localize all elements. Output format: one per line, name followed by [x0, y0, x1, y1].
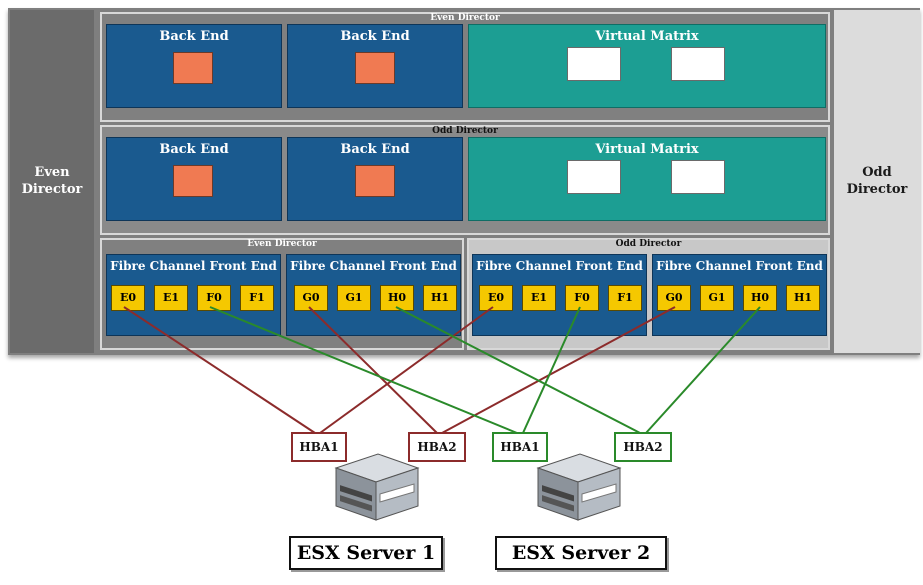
fibre-channel-front-end: Fibre Channel Front End G0 G1 H0 H1	[652, 254, 827, 336]
fc-port: E1	[154, 285, 188, 311]
back-end-port	[173, 165, 213, 197]
even-director-side-label: Even Director	[21, 164, 83, 197]
fc-port: F0	[197, 285, 231, 311]
odd-director-front-end-block: Odd Director Fibre Channel Front End E0 …	[467, 238, 830, 350]
fc-port: F1	[240, 285, 274, 311]
back-end-module: Back End	[287, 24, 463, 108]
virtual-matrix-slot	[567, 47, 621, 81]
red-cable	[319, 306, 494, 434]
fc-port: G1	[337, 285, 371, 311]
virtual-matrix-module: Virtual Matrix	[468, 24, 826, 108]
back-end-port	[355, 165, 395, 197]
back-end-port	[173, 52, 213, 84]
virtual-matrix-slot	[567, 160, 621, 194]
odd-director-side-label: Odd Director	[846, 164, 908, 197]
back-end-port	[355, 52, 395, 84]
fibre-channel-front-end-label: Fibre Channel Front End	[656, 259, 823, 273]
virtual-matrix-label: Virtual Matrix	[595, 142, 699, 157]
virtual-matrix-module: Virtual Matrix	[468, 137, 826, 221]
odd-director-block: Odd Director Back End Back End Virtual M…	[100, 125, 830, 235]
back-end-label: Back End	[340, 29, 410, 44]
red-cable	[308, 306, 438, 434]
red-cable	[441, 306, 676, 434]
fibre-channel-front-end-label: Fibre Channel Front End	[476, 259, 643, 273]
fc-port: E0	[111, 285, 145, 311]
even-director-title: Even Director	[430, 13, 500, 23]
odd-director-fe-title: Odd Director	[615, 239, 682, 249]
back-end-label: Back End	[340, 142, 410, 157]
back-end-label: Back End	[159, 142, 229, 157]
fibre-channel-front-end: Fibre Channel Front End E0 E1 F0 F1	[472, 254, 647, 336]
even-director-block: Even Director Back End Back End Virtual …	[100, 12, 830, 122]
fc-port: E1	[522, 285, 556, 311]
fc-port: G0	[657, 285, 691, 311]
odd-director-title: Odd Director	[432, 126, 498, 136]
server-icon	[536, 453, 622, 521]
fc-port: G0	[294, 285, 328, 311]
fc-port: F0	[565, 285, 599, 311]
fc-port: H0	[380, 285, 414, 311]
red-cable	[123, 306, 316, 434]
odd-director-side-panel: Odd Director	[834, 10, 920, 353]
back-end-module: Back End	[106, 137, 282, 221]
green-cable	[645, 306, 761, 434]
esx-server-2-label: ESX Server 2	[495, 536, 667, 570]
hba-box: HBA1	[492, 432, 548, 462]
green-cable	[209, 306, 518, 434]
virtual-matrix-label: Virtual Matrix	[595, 29, 699, 44]
hba-box: HBA2	[408, 432, 466, 462]
hba-box: HBA1	[291, 432, 347, 462]
esx-server-1-label: ESX Server 1	[289, 536, 443, 570]
fibre-channel-front-end: Fibre Channel Front End G0 G1 H0 H1	[286, 254, 461, 336]
back-end-label: Back End	[159, 29, 229, 44]
fibre-channel-front-end-label: Fibre Channel Front End	[110, 259, 277, 273]
green-cable	[522, 306, 581, 434]
fc-port: G1	[700, 285, 734, 311]
fc-port: H0	[743, 285, 777, 311]
server-icon	[334, 453, 420, 521]
hba-box: HBA2	[614, 432, 672, 462]
back-end-module: Back End	[106, 24, 282, 108]
fc-port: H1	[423, 285, 457, 311]
even-director-side-panel: Even Director	[10, 10, 94, 353]
fibre-channel-front-end: Fibre Channel Front End E0 E1 F0 F1	[106, 254, 281, 336]
virtual-matrix-slot	[671, 160, 725, 194]
fc-port: E0	[479, 285, 513, 311]
green-cable	[395, 306, 641, 434]
even-director-front-end-block: Even Director Fibre Channel Front End E0…	[100, 238, 464, 350]
back-end-module: Back End	[287, 137, 463, 221]
fc-port: F1	[608, 285, 642, 311]
fibre-channel-front-end-label: Fibre Channel Front End	[290, 259, 457, 273]
virtual-matrix-slot	[671, 47, 725, 81]
fc-port: H1	[786, 285, 820, 311]
even-director-fe-title: Even Director	[247, 239, 317, 249]
